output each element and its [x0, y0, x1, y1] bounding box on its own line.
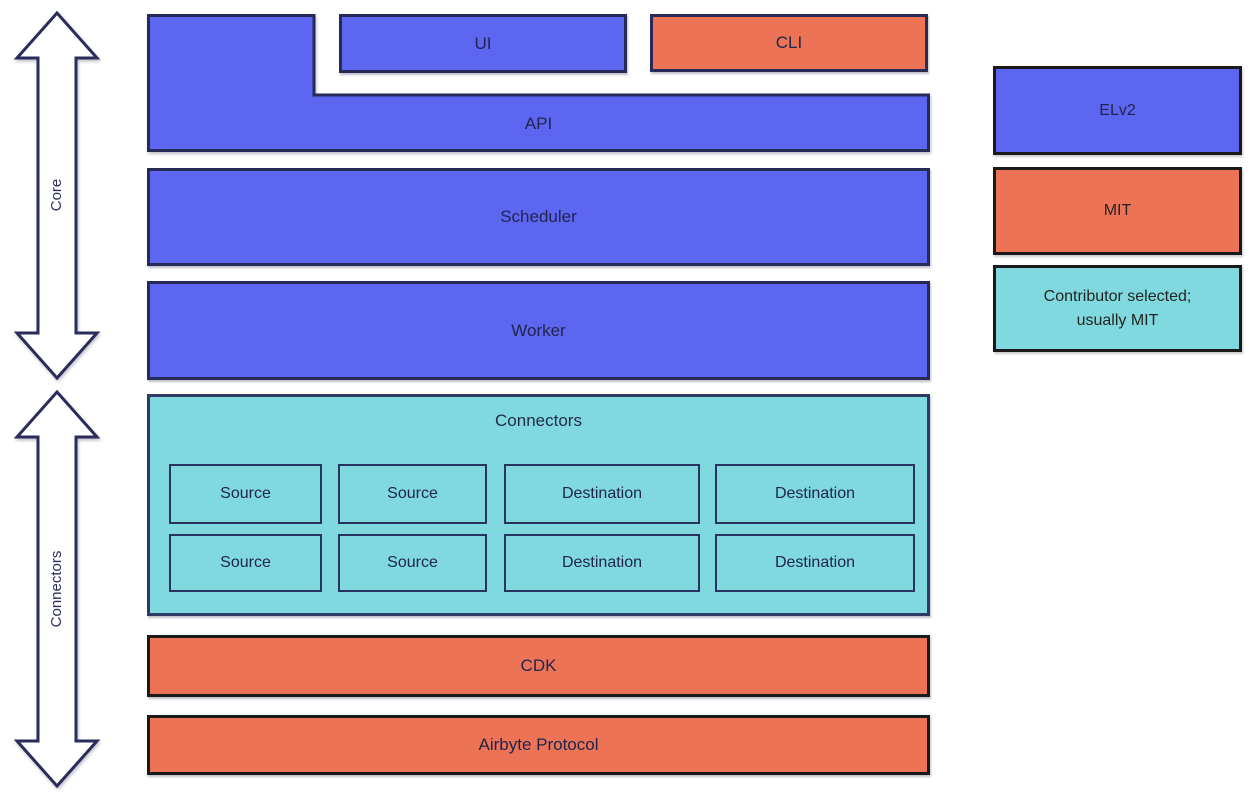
worker-box: Worker	[147, 281, 930, 380]
cdk-label: CDK	[520, 656, 557, 675]
connectors-arrow: Connectors	[13, 389, 101, 789]
core-arrow: Core	[13, 10, 101, 381]
destination-box: Destination	[715, 464, 915, 524]
cli-box: CLI	[650, 14, 928, 72]
destination-box: Destination	[504, 534, 700, 592]
legend-mit-box: MIT	[993, 167, 1242, 255]
core-arrow-label: Core	[48, 179, 65, 212]
legend-mit-label: MIT	[1103, 202, 1132, 220]
source-box: Source	[169, 464, 322, 524]
airbyte-protocol-box: Airbyte Protocol	[147, 715, 930, 775]
legend-elv2-label: ELv2	[1099, 101, 1136, 119]
cli-label: CLI	[775, 33, 803, 52]
legend-contributor-box: Contributor selected; usually MIT	[993, 265, 1242, 352]
api-label: API	[524, 113, 553, 133]
scheduler-label: Scheduler	[500, 207, 577, 226]
destination-box: Destination	[504, 464, 700, 524]
scheduler-box: Scheduler	[147, 168, 930, 266]
worker-label: Worker	[511, 320, 566, 340]
airbyte-protocol-label: Airbyte Protocol	[478, 735, 599, 754]
connectors-box: Connectors Source Source Destination Des…	[147, 394, 930, 616]
destination-box: Destination	[715, 534, 915, 592]
source-box: Source	[169, 534, 322, 592]
connectors-title: Connectors	[495, 411, 582, 430]
source-box: Source	[338, 534, 487, 592]
connectors-arrow-label: Connectors	[48, 551, 65, 628]
ui-label: UI	[474, 33, 492, 53]
api-shape	[147, 14, 930, 152]
ui-box: UI	[339, 14, 627, 73]
source-box: Source	[338, 464, 487, 524]
legend-elv2-box: ELv2	[993, 66, 1242, 155]
cdk-box: CDK	[147, 635, 930, 697]
legend-contributor-label: Contributor selected; usually MIT	[1043, 288, 1192, 329]
